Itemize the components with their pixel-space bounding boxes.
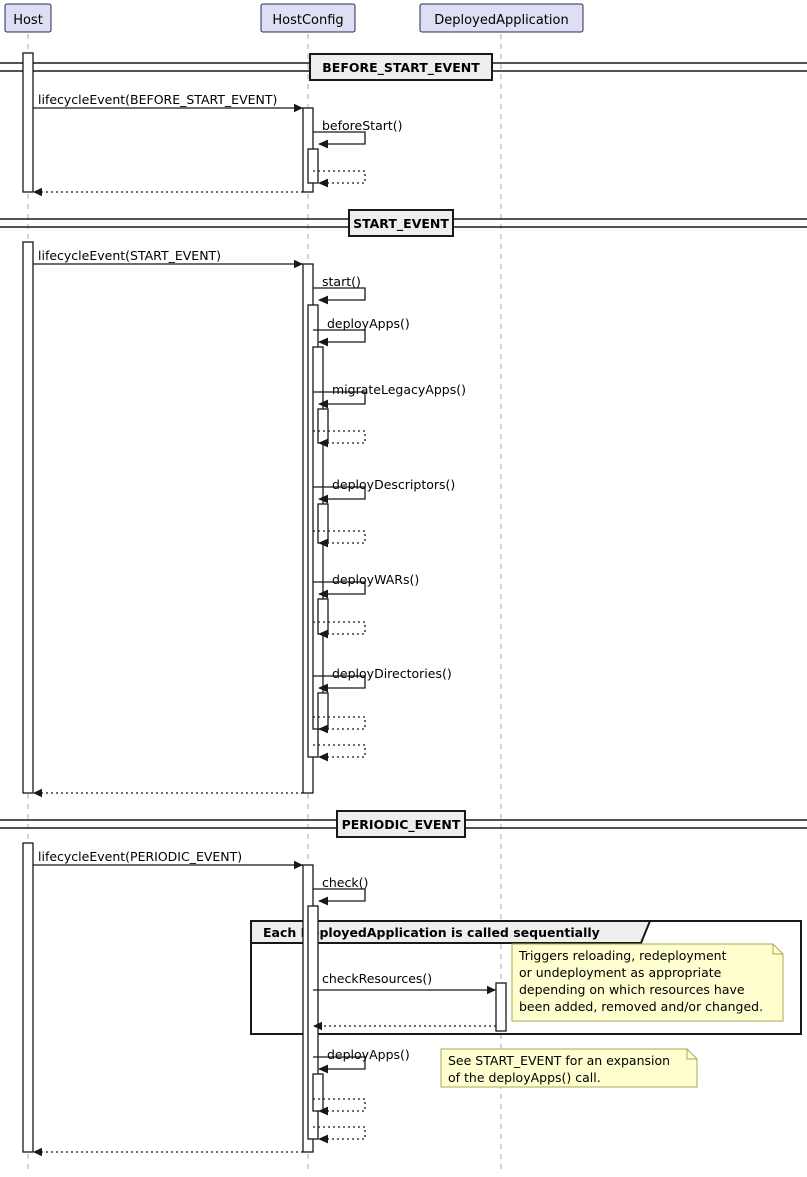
message-label: deployApps() (327, 316, 410, 331)
dividers-layer: BEFORE_START_EVENT START_EVENT PERIODIC_EV… (0, 53, 807, 838)
message-m21 (313, 1021, 496, 1031)
participant-label: DeployedApplication (434, 13, 568, 28)
message-label: deployWARs() (332, 572, 419, 587)
divider-0: BEFORE_START_EVENT (0, 53, 807, 81)
activation-bar-host (22, 842, 34, 1153)
activation-bar-hostconfig (307, 148, 319, 184)
note-line: been added, removed and/or changed. (519, 999, 763, 1014)
activation-bar-host (22, 52, 34, 193)
message-m19: check() (313, 875, 368, 906)
activation-bar-hostconfig (317, 598, 329, 635)
activation-bar-hostconfig (317, 503, 329, 544)
divider-label: BEFORE_START_EVENT (322, 60, 480, 76)
message-m5: lifecycleEvent(START_EVENT) (33, 248, 303, 269)
message-m6: start() (313, 274, 366, 305)
participants-layer: Host HostConfig DeployedApplication (4, 3, 584, 33)
message-m18: lifecycleEvent(PERIODIC_EVENT) (33, 849, 303, 870)
divider-1: START_EVENT (0, 209, 807, 237)
message-m1: lifecycleEvent(BEFORE_START_EVENT) (33, 92, 303, 113)
message-m7: deployApps() (313, 316, 410, 347)
divider-label: START_EVENT (353, 216, 449, 232)
note-0: Triggers reloading, redeployment or undep… (511, 943, 784, 1022)
group-label: Each DeployedApplication is called seque… (263, 925, 600, 940)
message-label: deployApps() (327, 1047, 410, 1062)
messages-layer: lifecycleEvent(BEFORE_START_EVENT)before… (33, 92, 496, 1157)
message-m17 (33, 788, 303, 798)
message-label: deployDescriptors() (332, 477, 455, 492)
divider-label: PERIODIC_EVENT (342, 817, 461, 833)
note-line: See START_EVENT for an expansion (448, 1053, 670, 1068)
message-m23 (313, 1098, 366, 1116)
message-m22: deployApps() (313, 1047, 410, 1074)
message-m13 (313, 621, 366, 639)
message-m20: checkResources() (313, 971, 496, 995)
note-line: depending on which resources have (519, 982, 745, 997)
message-label: beforeStart() (322, 118, 403, 133)
participant-label: HostConfig (272, 13, 343, 28)
notes-layer: Triggers reloading, redeployment or undep… (440, 943, 784, 1088)
message-label: lifecycleEvent(PERIODIC_EVENT) (38, 849, 242, 864)
lifelines-layer (27, 34, 502, 1173)
message-m3 (313, 170, 366, 188)
participant-hostconfig[interactable]: HostConfig (260, 3, 356, 33)
note-1: See START_EVENT for an expansion of the d… (440, 1048, 698, 1088)
message-label: check() (322, 875, 368, 890)
message-label: checkResources() (322, 971, 432, 986)
message-m11 (313, 530, 366, 548)
message-label: deployDirectories() (332, 666, 452, 681)
note-line: Triggers reloading, redeployment (518, 948, 727, 963)
message-m24 (313, 1126, 366, 1144)
message-m4 (33, 187, 303, 197)
groups-layer: Each DeployedApplication is called seque… (250, 920, 802, 1035)
message-m25 (33, 1147, 303, 1157)
note-line: of the deployApps() call. (448, 1070, 601, 1085)
message-m15 (313, 716, 366, 734)
message-m10: deployDescriptors() (313, 477, 455, 504)
participant-host[interactable]: Host (4, 3, 52, 33)
group-frame-0: Each DeployedApplication is called seque… (250, 920, 802, 1035)
activation-bar-deployedapp (495, 982, 507, 1032)
note-line: or undeployment as appropriate (519, 965, 722, 980)
activation-bar-hostconfig (307, 905, 319, 1140)
message-label: lifecycleEvent(START_EVENT) (38, 248, 221, 263)
message-m16 (313, 744, 366, 762)
message-m8: migrateLegacyApps() (313, 382, 466, 409)
activation-bar-host (22, 241, 34, 794)
message-label: migrateLegacyApps() (332, 382, 466, 397)
activation-bar-hostconfig (317, 408, 329, 444)
message-m12: deployWARs() (313, 572, 419, 599)
message-label: lifecycleEvent(BEFORE_START_EVENT) (38, 92, 277, 107)
message-m9 (313, 430, 366, 448)
message-m2: beforeStart() (313, 118, 403, 149)
divider-2: PERIODIC_EVENT (0, 810, 807, 838)
message-label: start() (322, 274, 361, 289)
participant-label: Host (13, 13, 43, 28)
activation-bar-hostconfig (317, 692, 329, 730)
participant-deployedapp[interactable]: DeployedApplication (419, 3, 584, 33)
message-m14: deployDirectories() (313, 666, 452, 693)
activation-bar-hostconfig (312, 1073, 324, 1112)
